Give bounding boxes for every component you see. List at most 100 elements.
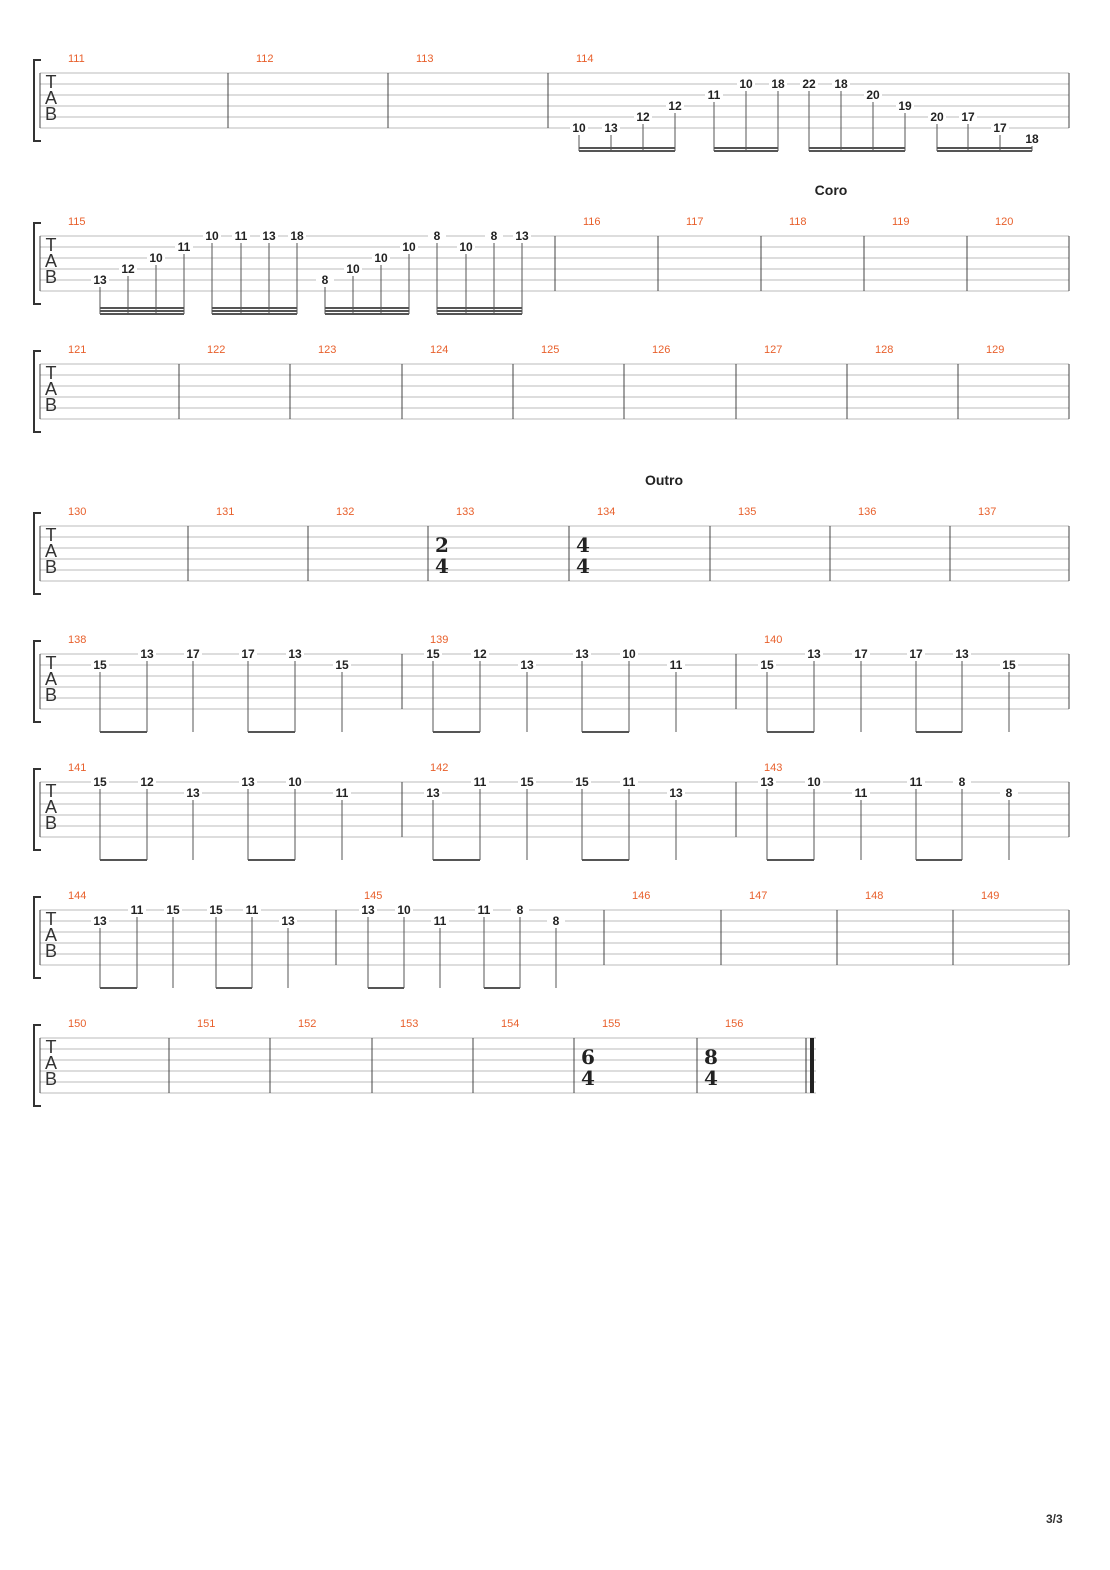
tab-clef-letter: B [45, 1069, 57, 1089]
fret-backdrop [907, 647, 925, 660]
fret-number: 10 [622, 647, 636, 661]
measure-number: 139 [430, 634, 448, 646]
fret-backdrop [91, 914, 109, 927]
system-bracket [33, 768, 41, 851]
fret-number: 8 [434, 229, 441, 243]
tab-clef-letter: B [45, 557, 57, 577]
measure-number: 138 [68, 634, 86, 646]
tab-clef-letter: T [46, 235, 57, 255]
tab-clef-letter: T [46, 363, 57, 383]
fret-number: 11 [336, 786, 349, 800]
fret-backdrop [485, 229, 503, 242]
measure-number: 119 [892, 216, 910, 228]
section-label: Outro [645, 472, 683, 488]
time-signature-bottom: 4 [704, 1066, 718, 1090]
fret-number: 10 [739, 77, 753, 91]
fret-number: 13 [604, 121, 618, 135]
fret-backdrop [1023, 132, 1041, 145]
tab-clef-letter: A [45, 1053, 57, 1073]
fret-number: 17 [993, 121, 1007, 135]
measure-number: 120 [995, 216, 1013, 228]
fret-backdrop [800, 77, 818, 90]
fret-number: 10 [205, 229, 219, 243]
fret-number: 12 [121, 262, 135, 276]
measure-number: 126 [652, 344, 670, 356]
fret-backdrop [602, 121, 620, 134]
tab-clef-letter: A [45, 669, 57, 689]
fret-backdrop [907, 775, 925, 788]
fret-backdrop [359, 903, 377, 916]
measure-number: 154 [501, 1018, 519, 1030]
fret-number: 20 [866, 88, 880, 102]
fret-backdrop [471, 775, 489, 788]
fret-backdrop [333, 658, 351, 671]
fret-backdrop [896, 99, 914, 112]
fret-backdrop [852, 647, 870, 660]
fret-number: 13 [575, 647, 589, 661]
tab-clef-letter: T [46, 653, 57, 673]
tab-clef-letter: A [45, 925, 57, 945]
fret-backdrop [570, 121, 588, 134]
system-bracket [33, 640, 41, 723]
fret-backdrop [805, 647, 823, 660]
fret-backdrop [344, 262, 362, 275]
fret-backdrop [400, 240, 418, 253]
system-bracket [33, 512, 41, 595]
fret-number: 12 [636, 110, 650, 124]
fret-backdrop [1000, 658, 1018, 671]
tab-clef-letter: T [46, 72, 57, 92]
tab-clef-letter: B [45, 267, 57, 287]
fret-number: 11 [855, 786, 868, 800]
fret-number: 15 [93, 658, 107, 672]
fret-number: 10 [149, 251, 163, 265]
fret-backdrop [852, 786, 870, 799]
fret-backdrop [286, 775, 304, 788]
fret-backdrop [832, 77, 850, 90]
fret-number: 8 [517, 903, 524, 917]
fret-number: 11 [131, 903, 144, 917]
fret-backdrop [91, 658, 109, 671]
tab-clef-letter: T [46, 781, 57, 801]
fret-number: 13 [241, 775, 255, 789]
fret-number: 13 [520, 658, 534, 672]
tab-clef-letter: A [45, 797, 57, 817]
tab-clef-letter: B [45, 813, 57, 833]
fret-backdrop [758, 658, 776, 671]
measure-number: 144 [68, 890, 86, 902]
fret-number: 11 [623, 775, 636, 789]
measure-number: 111 [68, 53, 85, 65]
tab-clef-letter: A [45, 251, 57, 271]
measure-number: 113 [416, 53, 434, 65]
fret-number: 12 [668, 99, 682, 113]
time-signature-bottom: 4 [576, 554, 590, 578]
fret-number: 15 [209, 903, 223, 917]
measure-number: 135 [738, 506, 756, 518]
measure-number: 137 [978, 506, 996, 518]
system-bracket [33, 896, 41, 979]
fret-backdrop [864, 88, 882, 101]
fret-number: 13 [186, 786, 200, 800]
tab-clef-letter: T [46, 525, 57, 545]
fret-backdrop [475, 903, 493, 916]
system-bracket [33, 59, 41, 142]
fret-backdrop [316, 273, 334, 286]
fret-backdrop [573, 775, 591, 788]
fret-backdrop [138, 647, 156, 660]
fret-number: 10 [572, 121, 586, 135]
fret-number: 8 [322, 273, 329, 287]
fret-backdrop [279, 914, 297, 927]
measure-number: 132 [336, 506, 354, 518]
fret-backdrop [457, 240, 475, 253]
measure-number: 148 [865, 890, 883, 902]
fret-number: 11 [246, 903, 259, 917]
fret-backdrop [239, 775, 257, 788]
time-signature-top: 4 [576, 533, 590, 557]
fret-number: 15 [166, 903, 180, 917]
measure-number: 124 [430, 344, 448, 356]
tab-clef-letter: A [45, 88, 57, 108]
fret-backdrop [428, 229, 446, 242]
fret-backdrop [737, 77, 755, 90]
fret-number: 13 [760, 775, 774, 789]
fret-backdrop [424, 786, 442, 799]
measure-number: 149 [981, 890, 999, 902]
